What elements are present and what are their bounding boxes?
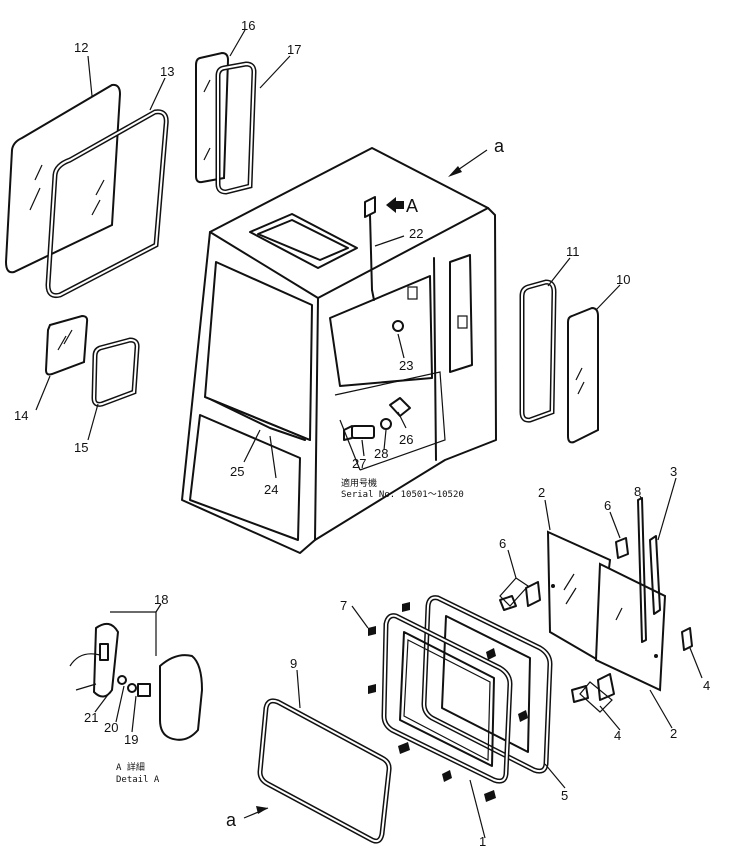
glass-part-10 <box>567 306 599 444</box>
callout-4-bottom: 4 <box>614 728 621 743</box>
detail-a-arrow-icon <box>386 197 404 213</box>
window-frame-part-1 <box>381 613 513 784</box>
view-ref-a-bottom: a <box>226 810 237 830</box>
seal-part-13 <box>45 109 169 298</box>
callout-23: 23 <box>399 358 413 373</box>
glass-part-14 <box>44 314 89 376</box>
callout-labels: 12 13 16 17 22 11 10 14 15 23 26 28 27 2… <box>14 18 710 849</box>
detail-a-label: A <box>406 196 418 216</box>
callout-6-left: 6 <box>499 536 506 551</box>
callout-6-top: 6 <box>604 498 611 513</box>
latch-part-4 <box>571 627 693 713</box>
clip-part-7 <box>368 602 528 802</box>
callout-22: 22 <box>409 226 423 241</box>
callout-7: 7 <box>340 598 347 613</box>
detail-note-jp: A 詳細 <box>116 761 145 773</box>
view-references: a a A <box>226 136 505 830</box>
callout-19: 19 <box>124 732 138 747</box>
sliding-glass-part-2 <box>546 530 667 692</box>
serial-note: 適用号機 Serial No. 10501～10520 <box>341 477 464 500</box>
latch-part-6 <box>499 537 629 611</box>
callout-17: 17 <box>287 42 301 57</box>
detail-a-assembly <box>69 611 203 741</box>
callout-18: 18 <box>154 592 168 607</box>
callout-2-bottom: 2 <box>670 726 677 741</box>
callout-3: 3 <box>670 464 677 479</box>
callout-24: 24 <box>264 482 278 497</box>
callout-1: 1 <box>479 834 486 849</box>
callout-2-top: 2 <box>538 485 545 500</box>
rod-part-22 <box>364 196 404 301</box>
serial-note-jp: 適用号機 <box>341 477 377 489</box>
callout-4-right: 4 <box>703 678 710 693</box>
callout-11: 11 <box>566 244 580 259</box>
callout-13: 13 <box>160 64 174 79</box>
callout-5: 5 <box>561 788 568 803</box>
cab-body <box>181 147 497 554</box>
view-ref-a-top: a <box>494 136 505 156</box>
seal-part-9 <box>257 698 392 844</box>
seal-part-11 <box>519 279 557 423</box>
window-frame-part-5 <box>421 595 553 774</box>
leader-lines <box>35 29 703 839</box>
callout-10: 10 <box>616 272 630 287</box>
callout-9: 9 <box>290 656 297 671</box>
callout-20: 20 <box>104 720 118 735</box>
fastener-group <box>343 320 411 441</box>
callout-15: 15 <box>74 440 88 455</box>
callout-14: 14 <box>14 408 28 423</box>
serial-note-text: Serial No. 10501～10520 <box>341 490 464 500</box>
seal-part-15 <box>91 337 140 407</box>
detail-note-text: Detail A <box>116 775 160 785</box>
callout-8: 8 <box>634 484 641 499</box>
callout-12: 12 <box>74 40 88 55</box>
callout-26: 26 <box>399 432 413 447</box>
callout-25: 25 <box>230 464 244 479</box>
callout-21: 21 <box>84 710 98 725</box>
callout-27: 27 <box>352 456 366 471</box>
rail-part-3 <box>649 535 661 615</box>
callout-16: 16 <box>241 18 255 33</box>
callout-28: 28 <box>374 446 388 461</box>
glass-part-12 <box>4 83 122 274</box>
glass-part-16 <box>195 51 230 184</box>
detail-note: A 詳細 Detail A <box>116 761 160 785</box>
seal-part-17 <box>215 61 257 195</box>
